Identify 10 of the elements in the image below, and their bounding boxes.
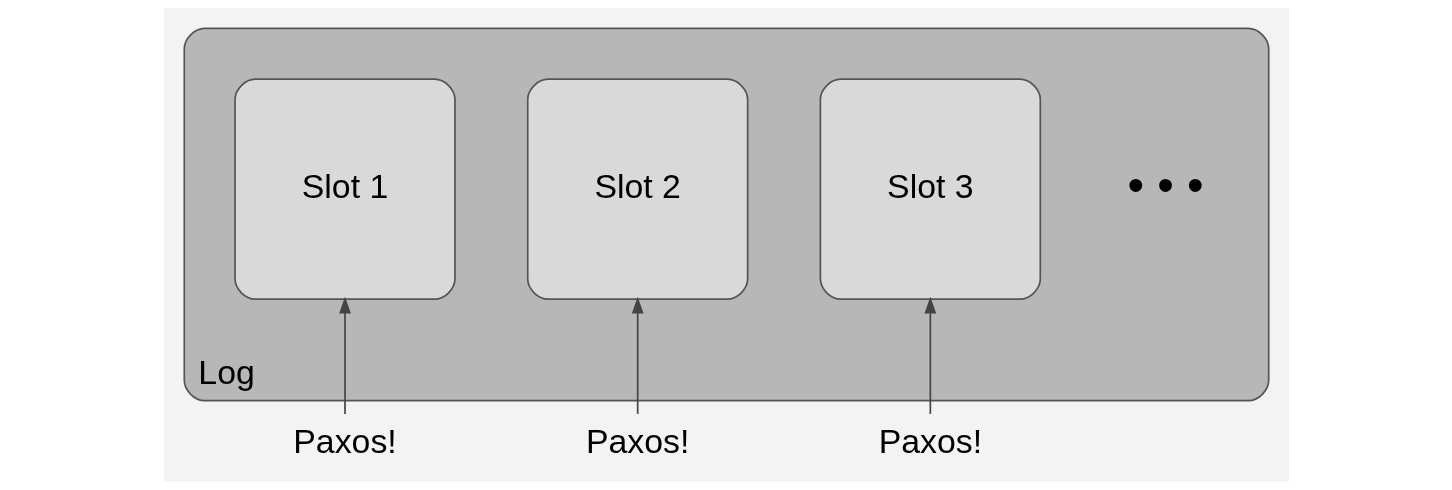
arrow <box>338 296 351 415</box>
label: • • • <box>1126 157 1204 211</box>
node-box: Slot 1 <box>233 78 456 300</box>
node-text: Paxos! <box>585 422 689 461</box>
arrow <box>631 296 644 415</box>
arrow <box>923 296 936 415</box>
node-text: Paxos! <box>292 422 397 461</box>
node-box: Slot 2 <box>526 78 748 300</box>
node-box: Slot 3 <box>819 78 1041 300</box>
node-text: Paxos! <box>878 422 982 461</box>
